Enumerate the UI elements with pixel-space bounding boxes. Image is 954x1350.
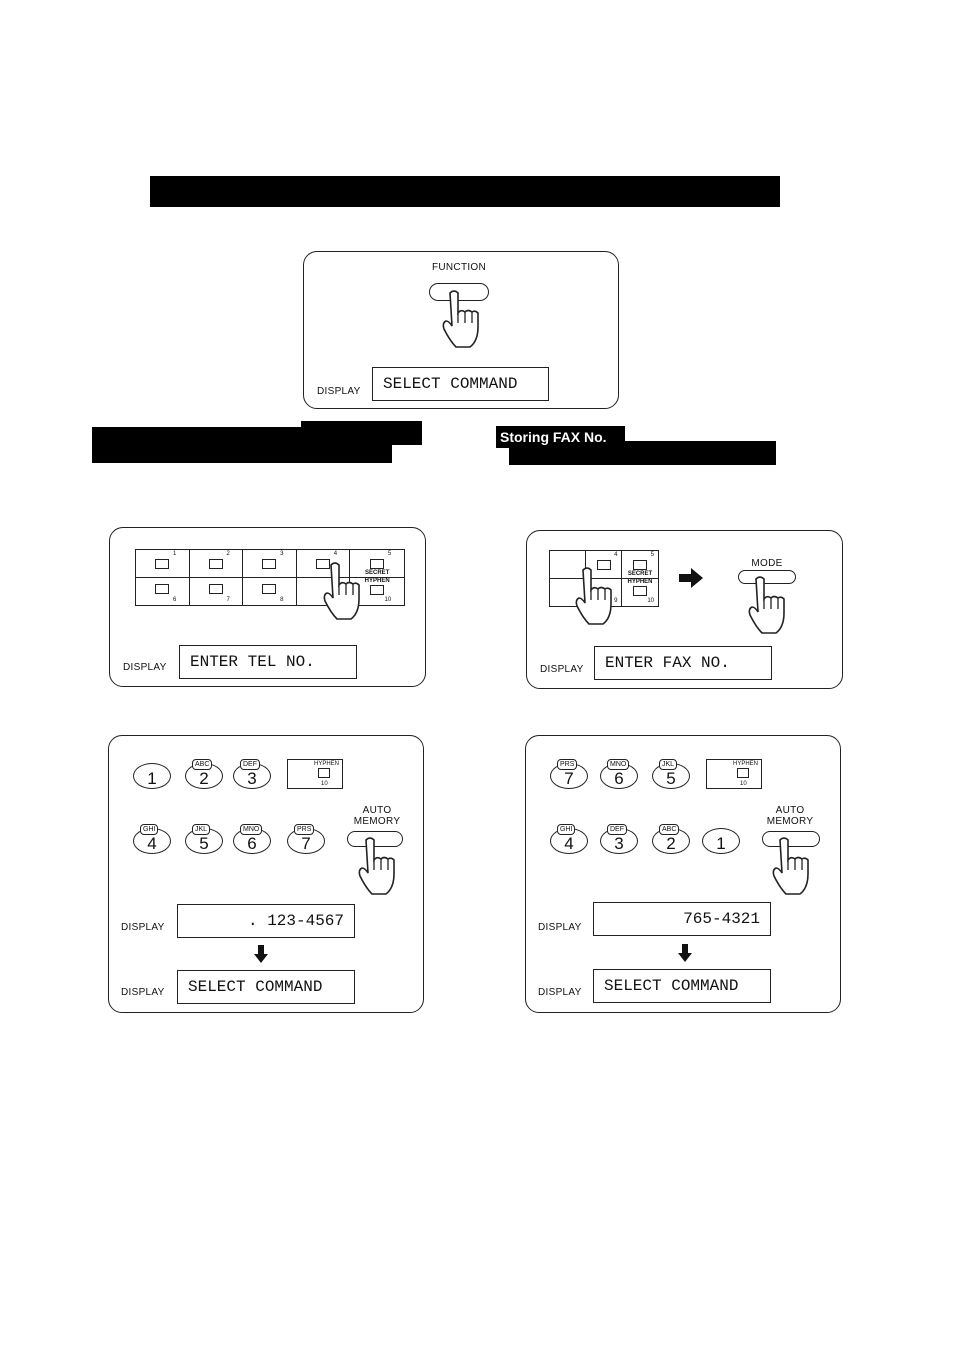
onetouch-key-4[interactable]: 4 (296, 550, 351, 578)
lcd-display: SELECT COMMAND (372, 367, 549, 401)
onetouch-key-7[interactable]: 7 (190, 577, 244, 605)
hand-press-icon (323, 562, 360, 620)
lcd-display: ENTER TEL NO. (179, 645, 357, 679)
auto-memory-button[interactable] (762, 831, 820, 847)
onetouch-key-8[interactable]: 8 (243, 577, 297, 605)
display-label: DISPLAY (538, 987, 582, 998)
onetouch-key-1[interactable]: 1 (136, 550, 190, 578)
right-heading-label: Storing FAX No. (496, 426, 625, 448)
mode-label: MODE (751, 558, 783, 569)
function-button[interactable] (429, 283, 489, 301)
display-label: DISPLAY (123, 662, 167, 673)
auto-memory-label: AUTO MEMORY (766, 805, 814, 827)
lcd-display: SELECT COMMAND (177, 970, 355, 1004)
hyphen-label: HYPHEN (627, 578, 653, 585)
arrow-down-icon (678, 944, 692, 962)
top-heading-bar (150, 176, 780, 207)
hand-press-icon (358, 837, 395, 895)
hand-press-icon (442, 290, 479, 348)
display-label: DISPLAY (538, 922, 582, 933)
key-1[interactable]: 1 (702, 828, 740, 854)
auto-memory-label: AUTO MEMORY (353, 805, 401, 827)
hyphen-key[interactable]: HYPHEN 10 (287, 759, 343, 789)
display-label: DISPLAY (317, 386, 361, 397)
display-label: DISPLAY (121, 922, 165, 933)
onetouch-key-6[interactable]: 6 (136, 577, 190, 605)
auto-memory-button[interactable] (347, 831, 403, 847)
display-label: DISPLAY (540, 664, 584, 675)
lcd-display: 765-4321 (593, 902, 771, 936)
lcd-display: SELECT COMMAND (593, 969, 771, 1003)
arrow-right-icon (679, 568, 703, 588)
arrow-down-icon (254, 945, 268, 963)
onetouch-key-9[interactable]: 9 (586, 578, 622, 606)
onetouch-key-3[interactable]: 3 (243, 550, 297, 578)
hand-press-icon (575, 567, 612, 625)
hand-press-icon (748, 576, 785, 634)
mode-button[interactable] (738, 570, 796, 584)
hyphen-key[interactable]: HYPHEN 10 (706, 759, 762, 789)
function-label: FUNCTION (431, 262, 487, 273)
left-heading-bar (92, 427, 392, 463)
display-label: DISPLAY (121, 987, 165, 998)
onetouch-key-2[interactable]: 2 (189, 550, 244, 578)
onetouch-key-blank (550, 551, 586, 579)
onetouch-key-4[interactable]: 4 (586, 551, 622, 579)
function-panel: FUNCTION DISPLAY SELECT COMMAND (303, 251, 619, 409)
hyphen-label: HYPHEN (364, 577, 390, 584)
lcd-display: . 123-4567 (177, 904, 355, 938)
secret-label: SECRET (365, 570, 390, 576)
lcd-display: ENTER FAX NO. (594, 646, 772, 680)
secret-label: SECRET (627, 571, 653, 577)
key-1[interactable]: 1 (133, 763, 171, 789)
hand-press-icon (772, 837, 809, 895)
